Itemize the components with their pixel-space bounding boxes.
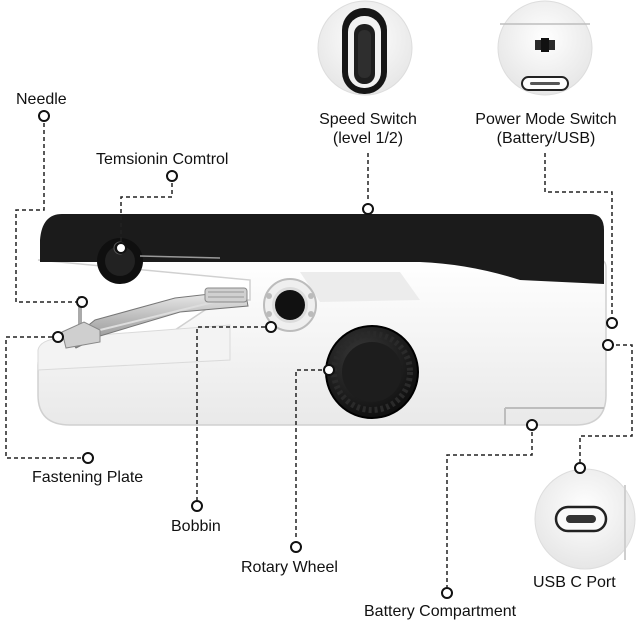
bobbin (263, 278, 317, 332)
bobbin-leader (196, 326, 265, 500)
power-mode-label-line1: Power Mode Switch (475, 111, 617, 128)
battery-end-marker (441, 587, 453, 599)
power-mode-switch-inset-icon (497, 0, 593, 96)
power-mode-label-line2: (Battery/USB) (496, 130, 596, 147)
needle-label: Needle (16, 91, 67, 108)
battery-leader (446, 432, 533, 587)
fastening-plate-marker (52, 331, 64, 343)
speed-switch-inset-icon (317, 0, 413, 96)
needle-marker (38, 110, 50, 122)
markers (38, 110, 618, 599)
power-mode-leader (544, 153, 613, 316)
battery-compartment-label: Battery Compartment (364, 603, 517, 620)
needle-leader (15, 116, 76, 303)
power-mode-switch-label: Power Mode Switch (Battery/USB) (456, 110, 636, 148)
tension-marker (166, 170, 178, 182)
speed-switch-label-line2: (level 1/2) (332, 130, 404, 147)
usb-c-leader (579, 344, 633, 462)
usb-c-port-inset-icon (534, 468, 636, 570)
battery-marker (526, 419, 538, 431)
tension-control-label: Temsionin Comtrol (96, 151, 229, 168)
fastening-plate-leader (5, 336, 82, 459)
tension-control-knob (97, 238, 221, 284)
usb-c-end-marker (574, 462, 586, 474)
bobbin-end-marker (191, 500, 203, 512)
bobbin-marker (265, 321, 277, 333)
usb-c-port-label: USB C Port (533, 574, 616, 591)
speed-switch-label: Speed Switch (level 1/2) (308, 110, 428, 148)
fastening-plate-end-marker (82, 452, 94, 464)
fastening-plate-label: Fastening Plate (32, 469, 144, 486)
bobbin-label: Bobbin (171, 518, 221, 535)
rotary-wheel (325, 325, 419, 419)
power-mode-marker (606, 317, 618, 329)
rotary-wheel-label: Rotary Wheel (241, 559, 338, 576)
rotary-wheel-end-marker (290, 541, 302, 553)
presser-arm (61, 287, 249, 349)
speed-switch-label-line1: Speed Switch (319, 111, 417, 128)
tension-point-marker (115, 242, 127, 254)
rotary-wheel-marker (323, 364, 335, 376)
speed-switch-marker (362, 203, 374, 215)
needle-point-marker (76, 296, 88, 308)
usb-c-marker (602, 339, 614, 351)
tension-leader (120, 176, 173, 243)
rotary-wheel-leader (295, 369, 322, 540)
leader-lines (5, 116, 633, 587)
